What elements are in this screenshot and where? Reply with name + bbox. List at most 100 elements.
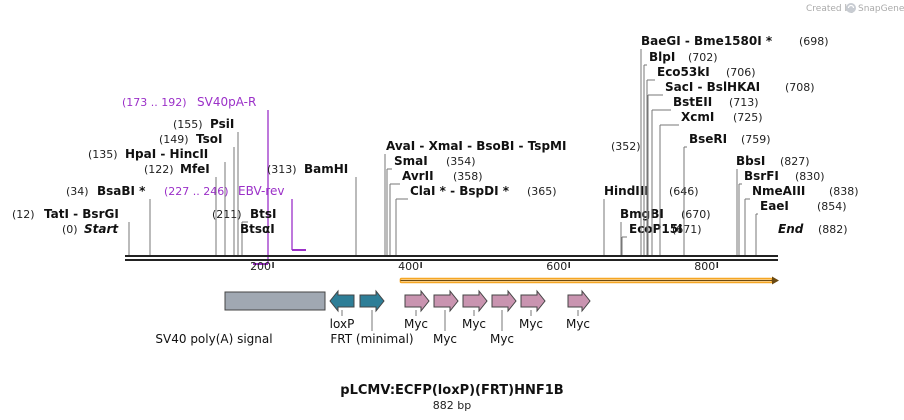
- site-name: BsaBI *: [97, 184, 146, 198]
- brand-text: SnapGene: [858, 4, 904, 14]
- site-position: (122): [144, 163, 174, 176]
- restriction-site[interactable]: (713) BstEII: [651, 95, 759, 256]
- restriction-site[interactable]: (211) BtsI: [212, 207, 277, 256]
- site-name: EaeI: [760, 199, 789, 213]
- restriction-site[interactable]: (830) BsrFI: [738, 169, 825, 256]
- site-position: (365): [527, 185, 557, 198]
- site-name: AvrII: [402, 169, 434, 183]
- site-name: TsoI: [196, 132, 222, 146]
- restriction-site[interactable]: (698)BaeGI - Bme1580I *: [640, 34, 829, 256]
- feature-label: Myc: [462, 317, 486, 331]
- site-name: BmgBI: [620, 207, 664, 221]
- restriction-site[interactable]: (365) ClaI * - BspDI *: [395, 184, 557, 256]
- restriction-site[interactable]: (34) BsaBI *: [66, 184, 151, 256]
- site-name: HindIII: [604, 184, 649, 198]
- restriction-site[interactable]: (827) BbsI: [736, 154, 810, 256]
- orf-arrowhead-icon: [772, 276, 779, 285]
- site-position: (670): [681, 208, 711, 221]
- site-name: BamHI: [304, 162, 348, 176]
- site-name: EcoP15I: [629, 222, 683, 236]
- feature-label: Myc: [566, 317, 590, 331]
- site-name: ClaI * - BspDI *: [410, 184, 510, 198]
- site-name: TatI - BsrGI: [44, 207, 119, 221]
- feature-arrow-right-icon: [491, 289, 517, 313]
- site-position: (838): [829, 185, 859, 198]
- site-name: Start: [84, 222, 119, 236]
- feature-arrow-right[interactable]: Myc: [490, 289, 517, 346]
- snapgene-logo-icon: [846, 3, 856, 13]
- site-name: BsrFI: [744, 169, 779, 183]
- restriction-site[interactable]: (759)BseRI: [683, 132, 771, 256]
- restriction-site[interactable]: (135) HpaI - HincII: [88, 147, 226, 256]
- primer-sv40pa-r[interactable]: (173 .. 192) SV40pA-R: [122, 95, 269, 265]
- sequence-backbone: [125, 255, 778, 261]
- site-name: BtsαI: [240, 222, 275, 236]
- restriction-site[interactable]: (12)TatI - BsrGI: [12, 207, 130, 256]
- feature-box[interactable]: SV40 poly(A) signal: [155, 291, 326, 346]
- site-position: (713): [729, 96, 759, 109]
- site-position: (827): [780, 155, 810, 168]
- restriction-site[interactable]: (706) Eco53kI: [646, 65, 756, 256]
- site-position: (698): [799, 35, 829, 48]
- site-name: End: [778, 222, 804, 236]
- restriction-site[interactable]: (838)NmeAIII: [744, 184, 859, 256]
- site-position: (882): [818, 223, 848, 236]
- feature-label: Myc: [519, 317, 543, 331]
- site-name: BtsI: [250, 207, 277, 221]
- restriction-site[interactable]: (882) End: [778, 222, 848, 236]
- site-position: (706): [726, 66, 756, 79]
- site-name: BbsI: [736, 154, 765, 168]
- restriction-site[interactable]: (708)SacI - BslHKAI: [647, 80, 815, 256]
- site-name: AvaI - XmaI - BsoBI - TspMI: [386, 139, 566, 153]
- site-name: BlpI: [649, 50, 675, 64]
- primer-range: (227 .. 246): [164, 185, 229, 198]
- feature-arrow-right[interactable]: Myc: [519, 289, 546, 331]
- primer-ebv-rev[interactable]: (227 .. 246) EBV-rev: [164, 184, 306, 251]
- site-name: BstEII: [673, 95, 712, 109]
- site-name: HpaI - HincII: [125, 147, 208, 161]
- feature-arrow-left[interactable]: loxP: [329, 289, 355, 331]
- site-position: (354): [446, 155, 476, 168]
- restriction-site[interactable]: (149) TsoI: [159, 132, 235, 256]
- restriction-site[interactable]: (122)MfeI: [144, 162, 217, 256]
- restriction-site[interactable]: (313)BamHI: [267, 162, 357, 256]
- restriction-site[interactable]: (646)HindIII: [603, 184, 699, 256]
- restriction-site[interactable]: (702)BlpI: [643, 50, 718, 256]
- orf-arrow[interactable]: [399, 276, 779, 285]
- restriction-site[interactable]: (0)Start: [62, 222, 119, 236]
- primer-range: (173 .. 192): [122, 96, 187, 109]
- site-name: BseRI: [689, 132, 727, 146]
- restriction-site-layer: (0)Start(12)TatI - BsrGI(34)BsaBI *(122)…: [12, 34, 859, 256]
- site-name: Eco53kI: [657, 65, 710, 79]
- restriction-site[interactable]: (358)AvrII: [389, 169, 483, 256]
- site-position: (725): [733, 111, 763, 124]
- feature-arrow-right[interactable]: Myc: [462, 289, 488, 331]
- restriction-site[interactable]: (155)PsiI: [173, 117, 239, 256]
- feature-box: [224, 291, 326, 311]
- feature-arrow-right[interactable]: FRT (minimal): [330, 289, 414, 346]
- ruler-label: 800: [694, 260, 715, 273]
- site-position: (149): [159, 133, 189, 146]
- restriction-site[interactable]: BtsαI: [240, 222, 275, 256]
- feature-arrow-left-icon: [329, 289, 355, 313]
- site-name: XcmI: [681, 110, 714, 124]
- site-position: (135): [88, 148, 118, 161]
- feature-arrow-right-icon: [359, 289, 385, 313]
- restriction-site[interactable]: (854)EaeI: [755, 199, 847, 256]
- feature-arrow-right[interactable]: Myc: [404, 289, 430, 331]
- restriction-site[interactable]: (725) XcmI: [659, 110, 763, 256]
- restriction-site[interactable]: (352)AvaI - XmaI - BsoBI - TspMI: [384, 139, 641, 256]
- restriction-site[interactable]: (671)EcoP15I: [621, 222, 702, 256]
- site-position: (34): [66, 185, 89, 198]
- site-position: (211): [212, 208, 242, 221]
- site-position: (708): [785, 81, 815, 94]
- feature-arrow-right[interactable]: Myc: [566, 289, 591, 331]
- feature-arrow-right[interactable]: Myc: [433, 289, 459, 346]
- feature-label: FRT (minimal): [330, 332, 413, 346]
- site-position: (830): [795, 170, 825, 183]
- restriction-site[interactable]: (354)SmaI: [386, 154, 476, 256]
- restriction-site[interactable]: (670) BmgBI: [620, 207, 711, 256]
